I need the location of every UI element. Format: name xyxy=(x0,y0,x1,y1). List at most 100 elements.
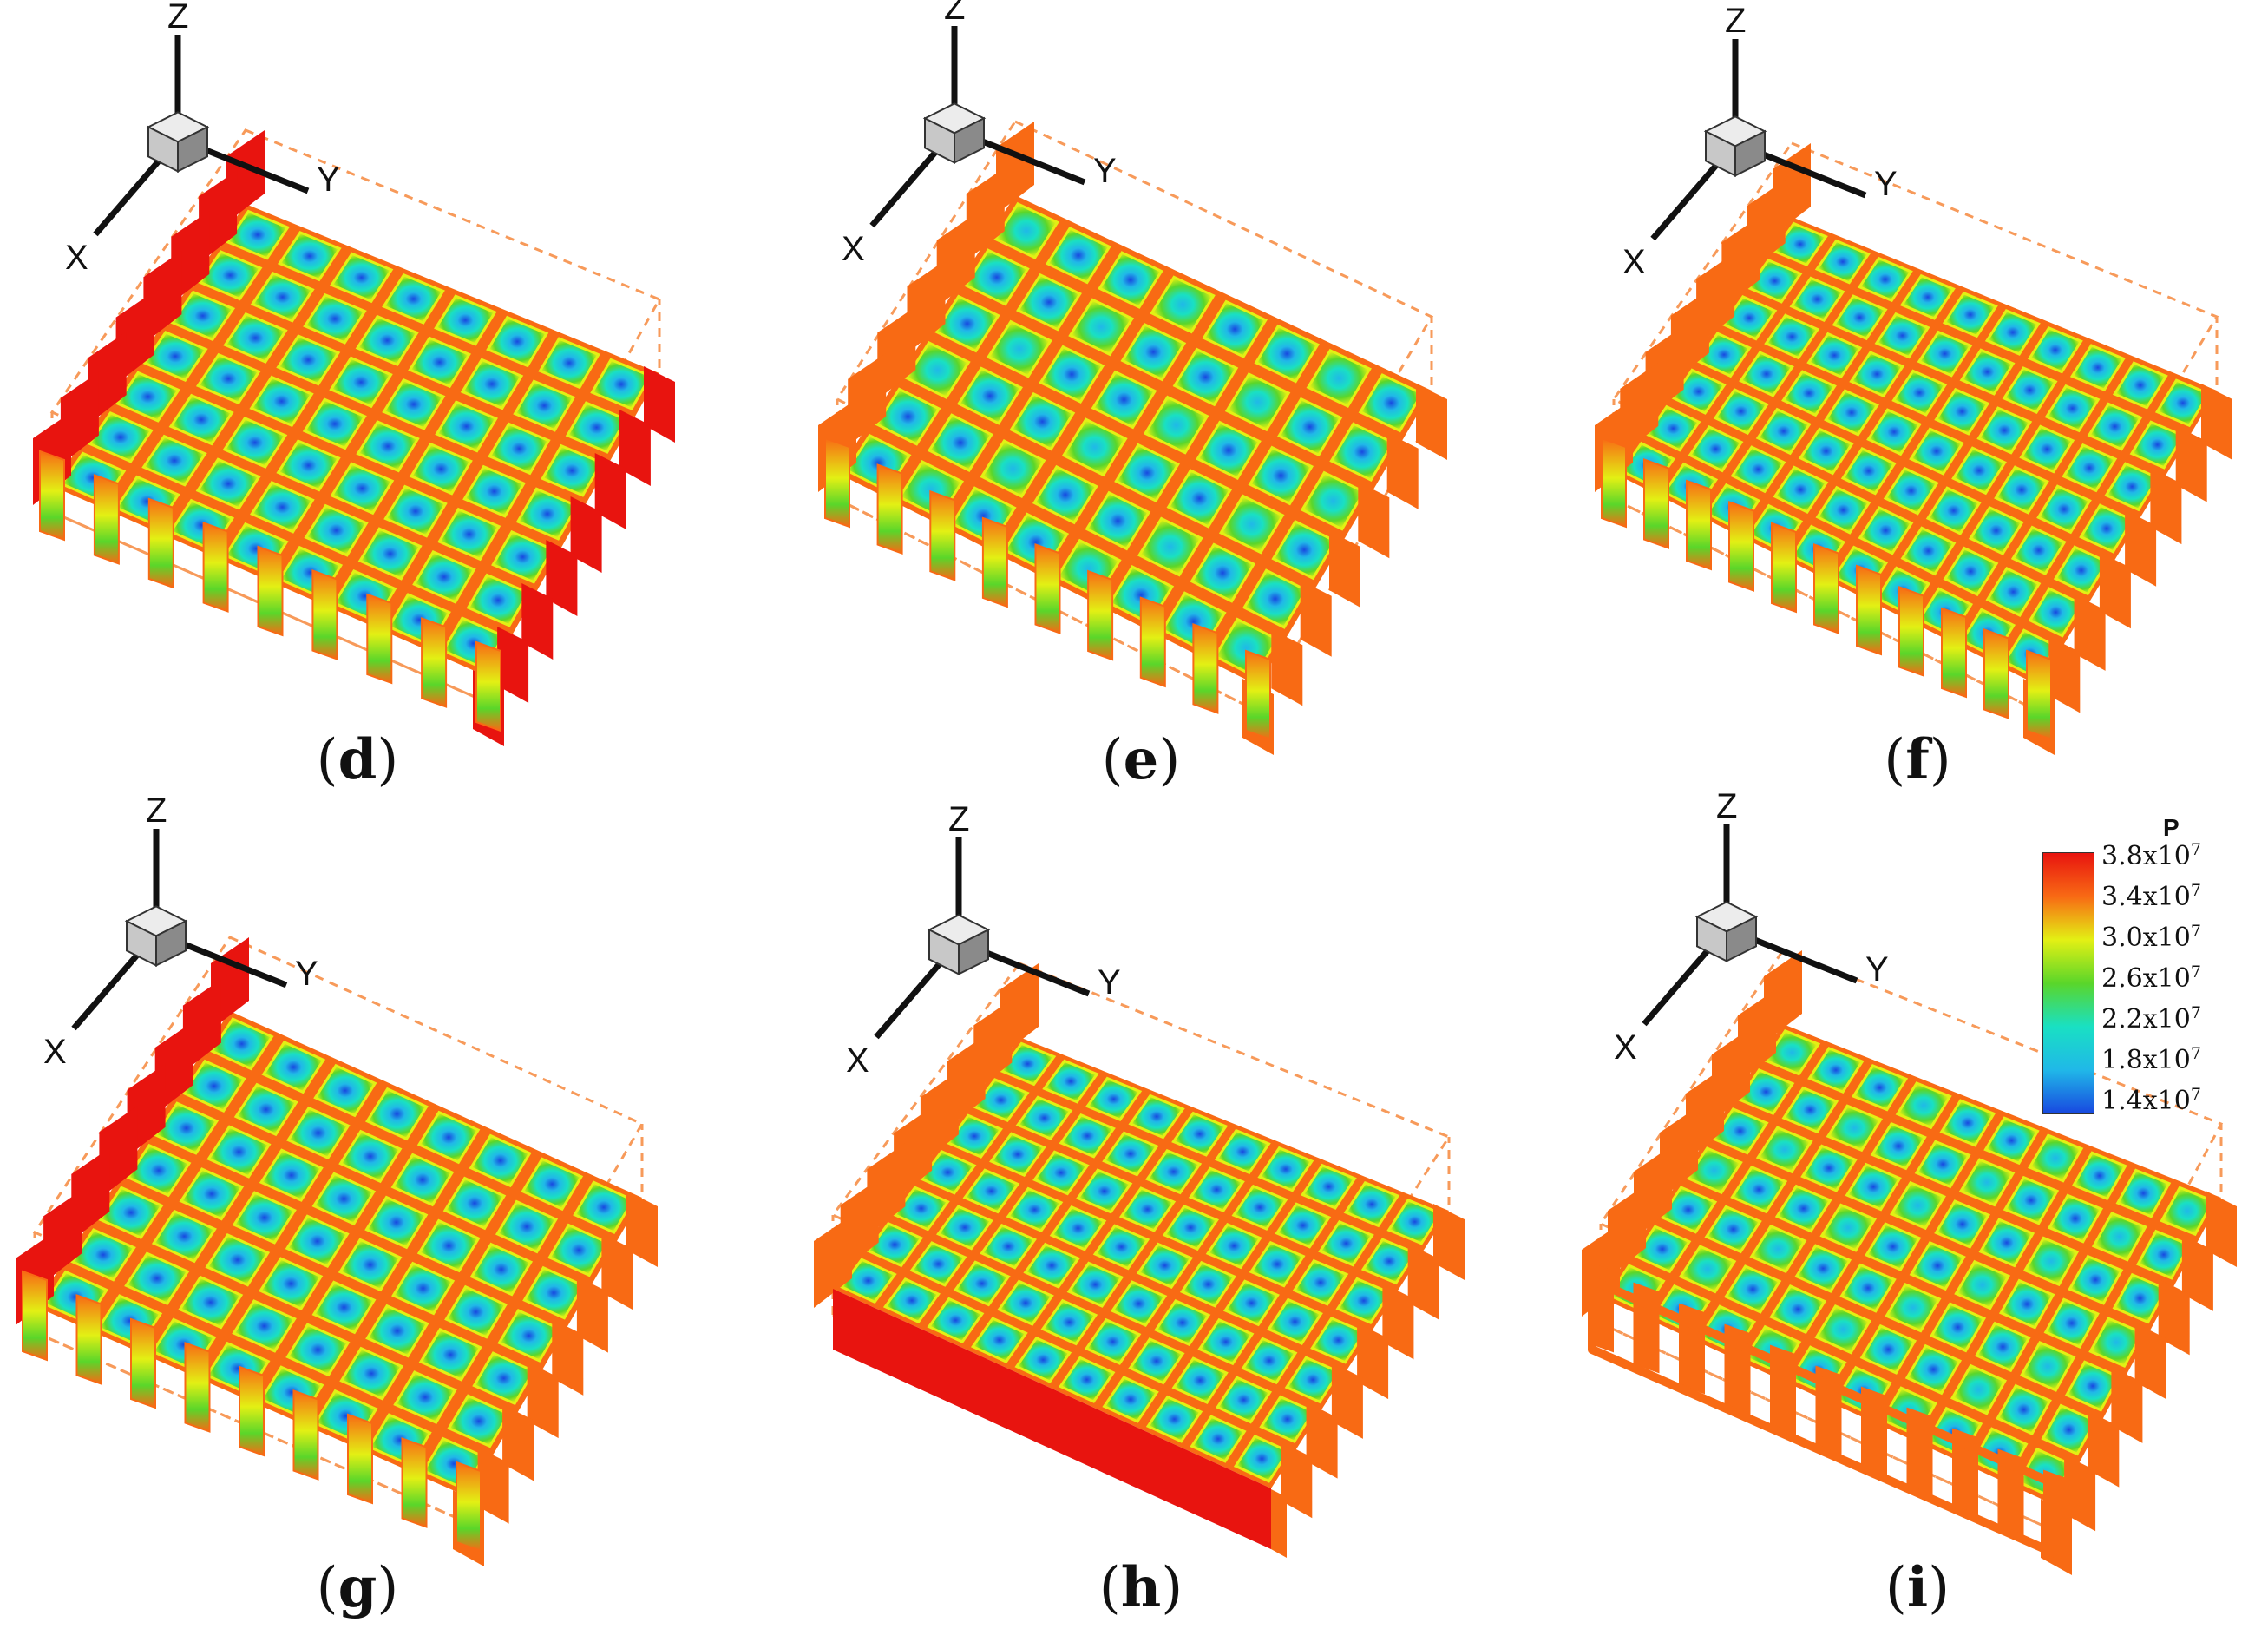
legend-item-exponent: 7 xyxy=(2190,922,2201,941)
panel-e-axis-triad: ZYX xyxy=(842,0,1117,268)
pressure-cell xyxy=(1998,1278,2055,1330)
pressure-cell xyxy=(447,1394,511,1448)
fin xyxy=(1357,1323,1389,1400)
pressure-cell xyxy=(1171,1356,1229,1404)
pressure-cell xyxy=(1885,1283,1942,1333)
pressure-cell xyxy=(1343,1180,1400,1228)
pressure-cell xyxy=(1091,370,1157,430)
pressure-cell xyxy=(418,1327,482,1382)
pressure-cell xyxy=(232,1299,297,1353)
pressure-cell xyxy=(416,1110,481,1165)
x-axis-label: X xyxy=(846,1041,869,1080)
pressure-cell xyxy=(1128,1094,1185,1140)
pressure-cell xyxy=(1951,446,2007,496)
pressure-cell xyxy=(1858,506,1914,555)
pressure-cell xyxy=(311,1280,377,1335)
pressure-cell xyxy=(1300,470,1367,531)
legend-item-value: 3.4x10 xyxy=(2101,882,2191,912)
pressure-cell xyxy=(460,358,524,410)
fin xyxy=(2125,509,2157,587)
pressure-cell xyxy=(1277,397,1343,457)
pressure-cell xyxy=(195,352,261,405)
legend-item: 1.8x107 xyxy=(2101,1044,2201,1075)
pressure-cell xyxy=(205,1233,271,1287)
pressure-cell xyxy=(1329,422,1395,483)
pressure-cell xyxy=(1145,1395,1203,1443)
pressure-cell xyxy=(1386,1198,1443,1245)
fin xyxy=(475,640,501,732)
pressure-cell xyxy=(355,314,419,366)
pressure-cell xyxy=(1724,1264,1782,1314)
pressure-cell xyxy=(1866,408,1922,456)
fin xyxy=(1416,384,1447,460)
pressure-cell xyxy=(1040,1298,1098,1346)
fin xyxy=(848,352,887,446)
panel-h-front-face xyxy=(833,1289,1271,1549)
pressure-cell xyxy=(1983,1116,2040,1166)
fin xyxy=(1331,1362,1363,1439)
pressure-cell xyxy=(168,393,234,446)
pressure-cell xyxy=(1242,568,1308,629)
legend-item-exponent: 7 xyxy=(2190,840,2201,859)
panel-f-axis-triad: ZYX xyxy=(1622,2,1898,281)
pressure-cell xyxy=(329,356,393,409)
pressure-cell xyxy=(1976,406,2033,455)
pressure-cell xyxy=(338,1129,403,1184)
pressure-cell xyxy=(1231,1184,1288,1231)
pressure-cell xyxy=(927,413,993,472)
pressure-cell xyxy=(303,292,367,345)
fin xyxy=(257,545,284,637)
pressure-cell xyxy=(1136,1242,1194,1289)
pressure-cell xyxy=(2028,587,2084,638)
fin xyxy=(22,1270,48,1362)
z-axis-label: Z xyxy=(1725,2,1746,40)
pressure-cell xyxy=(2047,1193,2104,1244)
pressure-cell xyxy=(1110,1280,1168,1327)
pressure-cell xyxy=(1059,1113,1116,1159)
pressure-cell xyxy=(1800,1144,1858,1192)
x-axis-label: X xyxy=(65,239,88,277)
panel-h-axis-triad: ZYX xyxy=(846,800,1121,1080)
pressure-cell xyxy=(151,1209,217,1264)
panel-h-pressure-cells xyxy=(839,1041,1443,1483)
pressure-cell xyxy=(2135,1229,2192,1280)
pressure-cell xyxy=(1968,505,2024,555)
pressure-cell xyxy=(1190,1415,1247,1463)
pressure-cell xyxy=(1224,372,1291,432)
pressure-cell xyxy=(466,573,530,627)
pressure-cell xyxy=(2091,1212,2147,1262)
pressure-cell xyxy=(1275,1202,1332,1249)
pressure-cell xyxy=(2044,384,2101,433)
pressure-cell xyxy=(882,1277,941,1324)
pressure-cell xyxy=(285,1323,351,1377)
pressure-cell xyxy=(2068,1254,2124,1305)
pressure-cell xyxy=(1814,1304,1872,1355)
pressure-cell xyxy=(1874,312,1930,359)
pressure-cell xyxy=(1769,1284,1827,1335)
pressure-cell xyxy=(1046,227,1111,285)
panel-g-right-fins xyxy=(453,1191,658,1566)
fin xyxy=(1329,531,1360,608)
pressure-cell xyxy=(980,439,1046,499)
fin xyxy=(421,617,448,708)
pressure-cell xyxy=(1849,351,1905,398)
pressure-cell xyxy=(962,1168,1020,1214)
fin xyxy=(130,1317,156,1409)
pressure-cell xyxy=(1755,1126,1813,1174)
pressure-cell xyxy=(1145,1148,1203,1195)
pressure-cell xyxy=(179,1167,245,1221)
x-axis-label: X xyxy=(842,230,865,268)
pressure-cell xyxy=(1042,1059,1099,1104)
pressure-cell xyxy=(1222,1279,1280,1327)
panel-g-front-face xyxy=(22,1270,482,1553)
panel-d-plot: ZYX xyxy=(33,0,675,746)
front-tube-outline xyxy=(1588,1276,2069,1562)
pressure-cell xyxy=(2115,1168,2172,1218)
pressure-cell xyxy=(1826,1104,1884,1153)
z-axis-label: Z xyxy=(944,0,965,27)
fin xyxy=(39,450,65,542)
panel-label-e: (e) xyxy=(1101,727,1181,792)
pressure-cell xyxy=(515,487,580,541)
pressure-cell xyxy=(1301,1163,1357,1210)
fin xyxy=(366,593,393,685)
